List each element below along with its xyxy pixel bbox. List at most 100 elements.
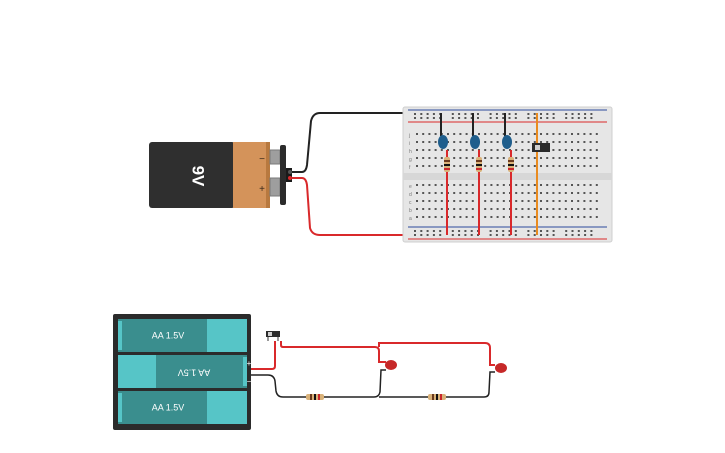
- breadboard-hole: [490, 192, 493, 194]
- breadboard-hole: [595, 141, 598, 143]
- breadboard-hole: [459, 208, 462, 210]
- breadboard-hole: [564, 133, 567, 135]
- breadboard-hole: [459, 149, 462, 151]
- breadboard-hole: [540, 141, 542, 143]
- led-branch-3[interactable]: [502, 113, 514, 235]
- breadboard-hole: [428, 208, 431, 210]
- breadboard-hole: [564, 192, 567, 194]
- breadboard-hole: [589, 133, 592, 135]
- breadboard-hole: [546, 200, 549, 202]
- breadboard-hole: [515, 141, 518, 143]
- breadboard-hole: [571, 113, 574, 115]
- breadboard-hole: [558, 216, 561, 218]
- breadboard-hole: [416, 157, 418, 159]
- bottom-slide-switch[interactable]: [266, 331, 280, 341]
- bottom-black-wire-right[interactable]: [379, 371, 495, 398]
- breadboard-hole: [527, 230, 530, 232]
- breadboard-hole: [414, 117, 416, 119]
- breadboard-hole: [440, 208, 443, 210]
- led-branch-2[interactable]: [470, 113, 482, 235]
- breadboard-hole: [577, 149, 580, 151]
- breadboard-hole: [515, 133, 518, 135]
- aa-cell-2[interactable]: AA 1.5V + −: [118, 355, 252, 388]
- breadboard-hole: [434, 216, 437, 218]
- breadboard-hole: [589, 157, 592, 159]
- breadboard-hole: [577, 113, 580, 115]
- breadboard-hole: [453, 157, 456, 159]
- breadboard-hole: [426, 230, 429, 232]
- bottom-red-wire-led1[interactable]: [280, 341, 386, 363]
- aa-cell-label: AA 1.5V: [152, 330, 185, 340]
- battery-9v-minus: −: [259, 154, 265, 165]
- slide-switch[interactable]: [532, 143, 550, 152]
- breadboard-hole: [422, 157, 425, 159]
- bottom-red-wire-battery[interactable]: [251, 341, 276, 370]
- breadboard-hole: [477, 117, 479, 119]
- breadboard[interactable]: j i h g f e d c b a: [402, 106, 613, 243]
- breadboard-hole: [508, 117, 511, 119]
- row-letter: g: [409, 157, 412, 163]
- breadboard-hole: [527, 234, 530, 236]
- top-red-wire[interactable]: [290, 177, 414, 236]
- breadboard-hole: [502, 117, 505, 119]
- breadboard-hole: [471, 165, 474, 167]
- breadboard-hole: [527, 208, 530, 210]
- breadboard-hole: [465, 192, 468, 194]
- battery-9v[interactable]: 9V − +: [149, 142, 281, 208]
- blue-led[interactable]: [438, 135, 448, 149]
- aa-cell-3[interactable]: AA 1.5V: [118, 391, 247, 424]
- breadboard-hole: [416, 149, 418, 151]
- aa-cell-1[interactable]: AA 1.5V: [118, 319, 247, 352]
- resistor[interactable]: [428, 394, 446, 400]
- breadboard-hole: [422, 192, 425, 194]
- top-circuit: 9V − + j: [149, 106, 613, 243]
- blue-led[interactable]: [502, 135, 512, 149]
- bottom-black-wire-battery[interactable]: [251, 374, 306, 398]
- red-led[interactable]: [385, 360, 397, 370]
- red-led[interactable]: [495, 363, 507, 373]
- top-black-wire[interactable]: [290, 112, 414, 173]
- row-letter: f: [409, 165, 411, 171]
- breadboard-hole: [571, 157, 573, 159]
- breadboard-hole: [583, 200, 586, 202]
- bottom-black-wire-mid[interactable]: [324, 369, 386, 398]
- breadboard-hole: [420, 234, 423, 236]
- breadboard-hole: [484, 165, 487, 167]
- breadboard-hole: [589, 200, 592, 202]
- breadboard-hole: [577, 208, 580, 210]
- breadboard-hole: [527, 216, 530, 218]
- breadboard-hole: [502, 184, 505, 186]
- breadboard-hole: [502, 216, 505, 218]
- breadboard-hole: [416, 216, 418, 218]
- breadboard-hole: [428, 133, 431, 135]
- breadboard-hole: [589, 216, 592, 218]
- led-branch-1[interactable]: [438, 113, 450, 235]
- bottom-red-wire-led2[interactable]: [378, 342, 495, 366]
- breadboard-hole: [546, 234, 549, 236]
- blue-led[interactable]: [470, 135, 480, 149]
- breadboard-hole: [564, 157, 567, 159]
- row-letter: d: [409, 192, 412, 198]
- breadboard-hole: [434, 133, 437, 135]
- breadboard-hole: [453, 208, 456, 210]
- row-letter: e: [409, 184, 412, 190]
- breadboard-hole: [564, 200, 567, 202]
- battery-snap-connector[interactable]: [280, 145, 292, 205]
- breadboard-hole: [571, 184, 573, 186]
- breadboard-hole: [583, 165, 586, 167]
- breadboard-hole: [508, 113, 511, 115]
- breadboard-hole: [471, 184, 474, 186]
- breadboard-hole: [577, 200, 580, 202]
- resistor[interactable]: [306, 394, 324, 400]
- breadboard-hole: [577, 165, 580, 167]
- breadboard-hole: [533, 117, 536, 119]
- breadboard-hole: [434, 149, 437, 151]
- breadboard-hole: [514, 117, 517, 119]
- breadboard-hole: [464, 113, 467, 115]
- breadboard-holes: [414, 113, 598, 236]
- breadboard-hole: [465, 200, 468, 202]
- battery-pack[interactable]: AA 1.5V AA 1.5V + − AA 1.5V: [113, 314, 252, 430]
- breadboard-hole: [521, 192, 524, 194]
- breadboard-hole: [420, 230, 423, 232]
- breadboard-hole: [489, 230, 492, 232]
